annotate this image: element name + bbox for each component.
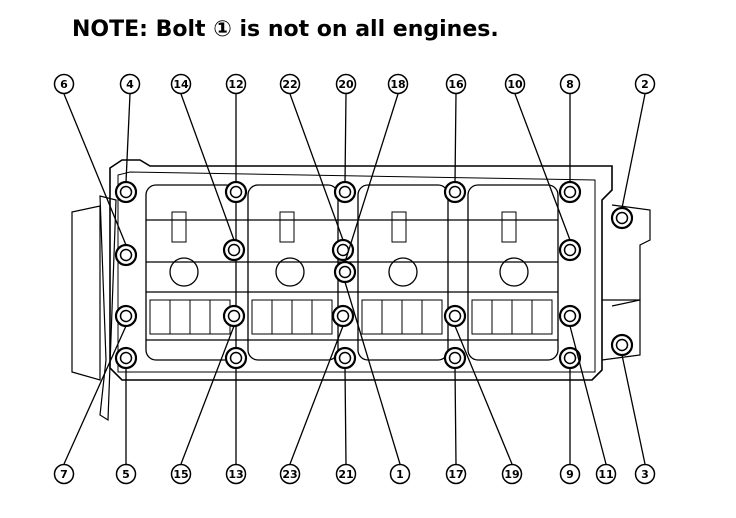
bolt-number: 11 <box>598 468 613 481</box>
bolt-label-top-10: 10 <box>504 73 526 95</box>
bolt-label-bottom-19: 19 <box>501 463 523 485</box>
bolt-number: 18 <box>390 78 405 91</box>
bolt-number: 16 <box>448 78 464 91</box>
bolt-number: 20 <box>338 78 354 91</box>
bolt-label-top-2: 2 <box>634 73 656 95</box>
bolt-label-top-20: 20 <box>335 73 357 95</box>
bolt-number: 12 <box>228 78 243 91</box>
bolt-head <box>114 180 138 204</box>
bolt-number: 7 <box>60 468 68 481</box>
leader-line <box>454 325 513 465</box>
leader-line <box>289 325 344 465</box>
bolt-head <box>443 304 467 328</box>
leader-line <box>454 367 457 465</box>
leader-line <box>344 93 347 183</box>
bolt-number: 2 <box>641 78 649 91</box>
leader-line <box>514 93 571 241</box>
bolt-label-bottom-3: 3 <box>634 463 656 485</box>
note-circled-number: ① <box>213 17 232 42</box>
bolt-label-top-8: 8 <box>559 73 581 95</box>
bolt-number: 8 <box>566 78 574 91</box>
bolt-head <box>610 206 634 230</box>
bolt-head <box>224 346 248 370</box>
bolt-head <box>333 260 357 284</box>
bolt-label-bottom-9: 9 <box>559 463 581 485</box>
bolt-label-bottom-15: 15 <box>170 463 192 485</box>
bolt-label-bottom-13: 13 <box>225 463 247 485</box>
note-heading: NOTE: Bolt ① is not on all engines. <box>72 16 499 42</box>
cylinder-bays <box>145 184 559 361</box>
bolt-label-bottom-1: 1 <box>389 463 411 485</box>
bolt-number: 3 <box>641 468 649 481</box>
bolt-number: 22 <box>282 78 297 91</box>
bolt-label-top-18: 18 <box>387 73 409 95</box>
leader-line <box>63 325 127 465</box>
bolt-head <box>331 304 355 328</box>
bolt-number: 9 <box>566 468 574 481</box>
note-suffix: is not on all engines. <box>231 17 499 42</box>
leader-line <box>621 93 646 209</box>
bolt-number: 10 <box>507 78 523 91</box>
leader-line <box>180 93 235 241</box>
bolt-label-top-22: 22 <box>279 73 301 95</box>
leader-line <box>289 93 344 241</box>
leader-line <box>454 93 457 183</box>
bolt-label-bottom-21: 21 <box>335 463 357 485</box>
bolt-label-bottom-7: 7 <box>53 463 75 485</box>
leader-line <box>63 93 127 246</box>
bolt-label-top-6: 6 <box>53 73 75 95</box>
leader-line <box>569 325 607 465</box>
bolt-head <box>114 243 138 267</box>
bolt-number: 4 <box>126 78 134 91</box>
leader-line <box>344 93 399 263</box>
bolt-number: 6 <box>60 78 68 91</box>
bolt-head <box>443 180 467 204</box>
bolt-label-top-12: 12 <box>225 73 247 95</box>
leader-line <box>344 367 347 465</box>
bolt-number: 17 <box>448 468 463 481</box>
bolt-number: 14 <box>173 78 189 91</box>
cylinder-head-outline <box>71 159 651 422</box>
bolt-number: 19 <box>504 468 519 481</box>
bolt-number: 5 <box>122 468 130 481</box>
bolt-head <box>224 180 248 204</box>
bolt-number: 13 <box>228 468 243 481</box>
bolt-label-top-4: 4 <box>119 73 141 95</box>
bolt-number: 23 <box>282 468 297 481</box>
bolt-label-bottom-5: 5 <box>115 463 137 485</box>
bolt-label-top-16: 16 <box>445 73 467 95</box>
leader-line <box>180 325 235 465</box>
leader-line <box>621 354 646 465</box>
bolt-number: 1 <box>396 468 404 481</box>
bolt-head <box>222 304 246 328</box>
bolt-head <box>558 304 582 328</box>
bolt-head <box>331 238 355 262</box>
leader-lines <box>63 93 646 465</box>
bolt-label-bottom-11: 11 <box>595 463 617 485</box>
bolt-head <box>558 180 582 204</box>
bolt-label-top-14: 14 <box>170 73 192 95</box>
bolt-head <box>333 346 357 370</box>
bolt-head <box>114 304 138 328</box>
bolt-head <box>610 333 634 357</box>
bolt-number-labels: 6 4 14 12 22 20 18 16 10 8 2 7 5 15 13 23 21 1 17 19 9 11 3 <box>53 73 656 485</box>
bolt-head <box>558 238 582 262</box>
bolt-head <box>222 238 246 262</box>
bolt-head <box>333 180 357 204</box>
bolt-head <box>443 346 467 370</box>
leader-line <box>125 93 131 183</box>
bolt-number: 21 <box>338 468 353 481</box>
note-prefix: NOTE: Bolt <box>72 17 214 42</box>
bolt-label-bottom-23: 23 <box>279 463 301 485</box>
leader-line <box>344 281 401 465</box>
bolt-head <box>114 346 138 370</box>
bolt-number: 15 <box>173 468 188 481</box>
bolt-label-bottom-17: 17 <box>445 463 467 485</box>
